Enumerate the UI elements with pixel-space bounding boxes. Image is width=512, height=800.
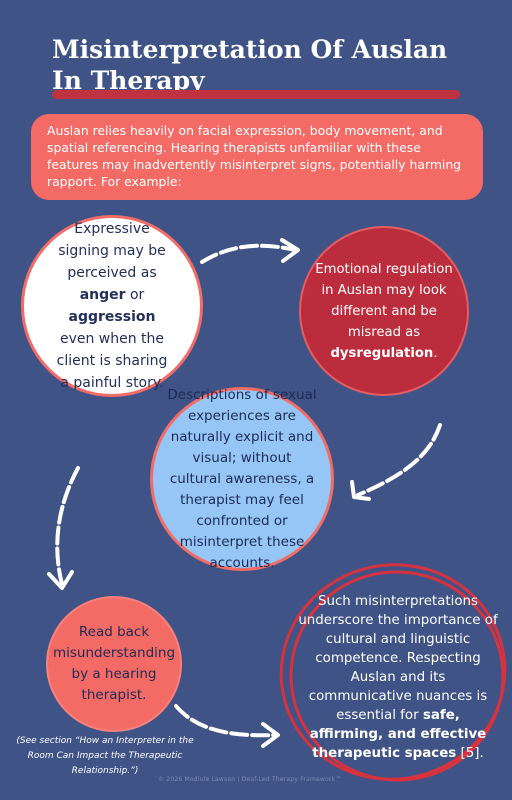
arrow-2-to-3 — [356, 423, 442, 497]
circle1-bold-aggression: aggression — [68, 309, 156, 325]
section-reference-note: (See section “How an Interpreter in the … — [16, 736, 194, 776]
circle5-text: Such misinterpretations underscore the i… — [298, 592, 498, 763]
circle5-bold-safe-spaces: safe, affirming, and effective therapeut… — [309, 707, 487, 761]
circle-sexual-experiences: Descriptions of sexual experiences are n… — [150, 387, 334, 571]
circle5-text-b: [5]. — [456, 745, 484, 761]
red-ring-inner — [289, 570, 505, 782]
arrowhead-4 — [261, 722, 280, 748]
red-ring-outer — [279, 563, 507, 781]
arrowhead-2 — [350, 480, 371, 501]
circle1-text-b: or — [125, 287, 145, 303]
circle1-bold-anger: anger — [79, 287, 126, 303]
circle-dysregulation: Emotional regulation in Auslan may look … — [299, 226, 469, 396]
copyright-footer: © 2026 Modiule Lawson | Deaf-Led Therapy… — [158, 776, 342, 783]
circle4-text: Read back misunderstanding by a hearing … — [52, 624, 176, 703]
circle2-text-a: Emotional regulation in Auslan may look … — [315, 261, 453, 340]
intro-box: Auslan relies heavily on facial expressi… — [31, 114, 483, 200]
circle2-text: Emotional regulation in Auslan may look … — [315, 259, 453, 364]
intro-text: Auslan relies heavily on facial expressi… — [47, 123, 462, 189]
circle-conclusion: Such misinterpretations underscore the i… — [284, 562, 506, 784]
circle-anger-aggression: Expressive signing may be perceived as a… — [21, 215, 203, 397]
arrow-4-to-5 — [174, 704, 277, 738]
circle2-text-b: . — [433, 345, 438, 361]
circle1-text-a: Expressive signing may be perceived as — [58, 221, 166, 281]
circle2-bold-dysregulation: dysregulation — [330, 345, 434, 361]
circle3-text: Descriptions of sexual experiences are n… — [167, 386, 317, 571]
circle1-text-c: even when the client is sharing a painfu… — [56, 331, 168, 391]
circle-read-back: Read back misunderstanding by a hearing … — [46, 596, 182, 732]
arrow-3-to-4 — [55, 466, 80, 586]
title-underline — [52, 90, 460, 99]
page-title: Misinterpretation Of Auslan In Therapy — [52, 35, 448, 95]
arrowhead-3 — [47, 570, 74, 590]
circle1-text: Expressive signing may be perceived as a… — [54, 218, 170, 394]
arrowhead-1 — [280, 238, 300, 263]
arrow-1-to-2 — [200, 243, 298, 264]
circle5-text-a: Such misinterpretations underscore the i… — [298, 593, 498, 723]
